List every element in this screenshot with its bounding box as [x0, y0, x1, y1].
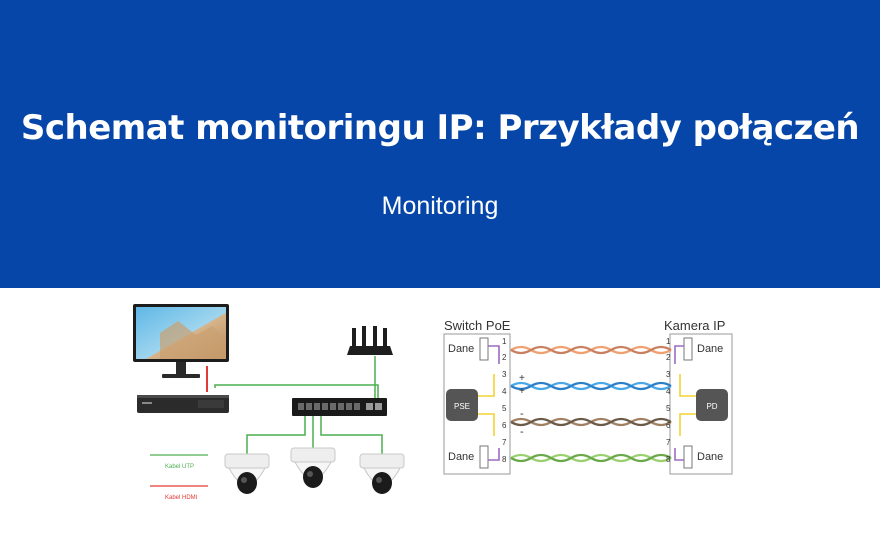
transformer-icon — [479, 445, 489, 469]
diagram-svg: Kabel UTP Kabel HDMI Switch PoE Kamera I… — [133, 304, 733, 501]
minus-sign: - — [520, 408, 524, 420]
cable-legend: Kabel UTP Kabel HDMI — [150, 454, 208, 501]
router-icon — [347, 326, 393, 355]
pse-wire-purple — [488, 345, 500, 364]
page-title: Schemat monitoringu IP: Przykłady połącz… — [20, 108, 860, 148]
dome-camera-icon — [224, 453, 270, 494]
left-pin-5: 5 — [502, 404, 507, 413]
monitor-icon — [133, 304, 229, 378]
left-pin-4: 4 — [502, 387, 507, 396]
right-pin-6: 6 — [666, 421, 671, 430]
pd-wire-purple — [674, 448, 684, 461]
data-label: Dane — [448, 451, 474, 463]
legend-hdmi-label: Kabel HDMI — [165, 495, 198, 501]
camera-frame — [669, 333, 733, 475]
right-pin-3: 3 — [666, 370, 671, 379]
right-pin-8: 8 — [666, 455, 671, 464]
left-pin-8: 8 — [502, 455, 507, 464]
pse-wire-purple — [488, 448, 500, 461]
data-label: Dane — [697, 451, 723, 463]
nvr-recorder-icon — [137, 395, 229, 413]
right-pin-1: 1 — [666, 337, 671, 346]
right-pin-2: 2 — [666, 353, 671, 362]
switch-poe-title: Switch PoE — [444, 318, 511, 333]
utp-cable-camera-3 — [320, 416, 383, 454]
twisted-pair-1-2 — [510, 345, 672, 355]
transformer-icon — [683, 445, 693, 469]
category-label: Monitoring — [381, 192, 499, 220]
right-pin-5: 5 — [666, 404, 671, 413]
utp-cable-camera-1 — [246, 416, 306, 454]
left-pin-3: 3 — [502, 370, 507, 379]
data-label: Dane — [448, 343, 474, 355]
switch-frame — [443, 333, 511, 475]
poe-diagram: Switch PoE Kamera IP Dane Dane PSE Dane … — [443, 318, 733, 475]
poe-switch-icon — [292, 398, 387, 416]
ip-camera-title: Kamera IP — [664, 318, 725, 333]
utp-cable-nvr-switch — [214, 384, 379, 401]
dome-camera-icon — [290, 447, 336, 488]
header-banner: Schemat monitoringu IP: Przykłady połącz… — [0, 0, 880, 288]
twisted-pair-3-6 — [510, 381, 672, 391]
left-pin-7: 7 — [502, 438, 507, 447]
transformer-icon — [683, 337, 693, 361]
twisted-pair-7-8 — [510, 453, 672, 463]
pd-wire-yellow — [679, 374, 696, 397]
left-pin-2: 2 — [502, 353, 507, 362]
pse-wire-yellow — [478, 413, 495, 436]
plus-sign: + — [519, 386, 525, 397]
pse-box — [446, 389, 478, 421]
left-pin-1: 1 — [502, 337, 507, 346]
pd-box — [696, 389, 728, 421]
plus-sign: + — [519, 373, 525, 384]
left-pin-6: 6 — [502, 421, 507, 430]
pse-wire-yellow — [478, 374, 495, 397]
right-pin-4: 4 — [666, 387, 671, 396]
pse-label: PSE — [454, 402, 470, 411]
pd-label: PD — [706, 402, 717, 411]
transformer-icon — [479, 337, 489, 361]
pd-wire-purple — [674, 345, 684, 364]
minus-sign: - — [520, 426, 524, 438]
diagram-area: Kabel UTP Kabel HDMI Switch PoE Kamera I… — [0, 288, 880, 540]
dome-camera-icon — [359, 453, 405, 494]
legend-utp-label: Kabel UTP — [165, 464, 194, 470]
right-pin-7: 7 — [666, 438, 671, 447]
pd-wire-yellow — [679, 413, 696, 436]
network-diagram: Kabel UTP Kabel HDMI — [133, 304, 405, 501]
twisted-pair-4-5 — [510, 417, 672, 427]
data-label: Dane — [697, 343, 723, 355]
